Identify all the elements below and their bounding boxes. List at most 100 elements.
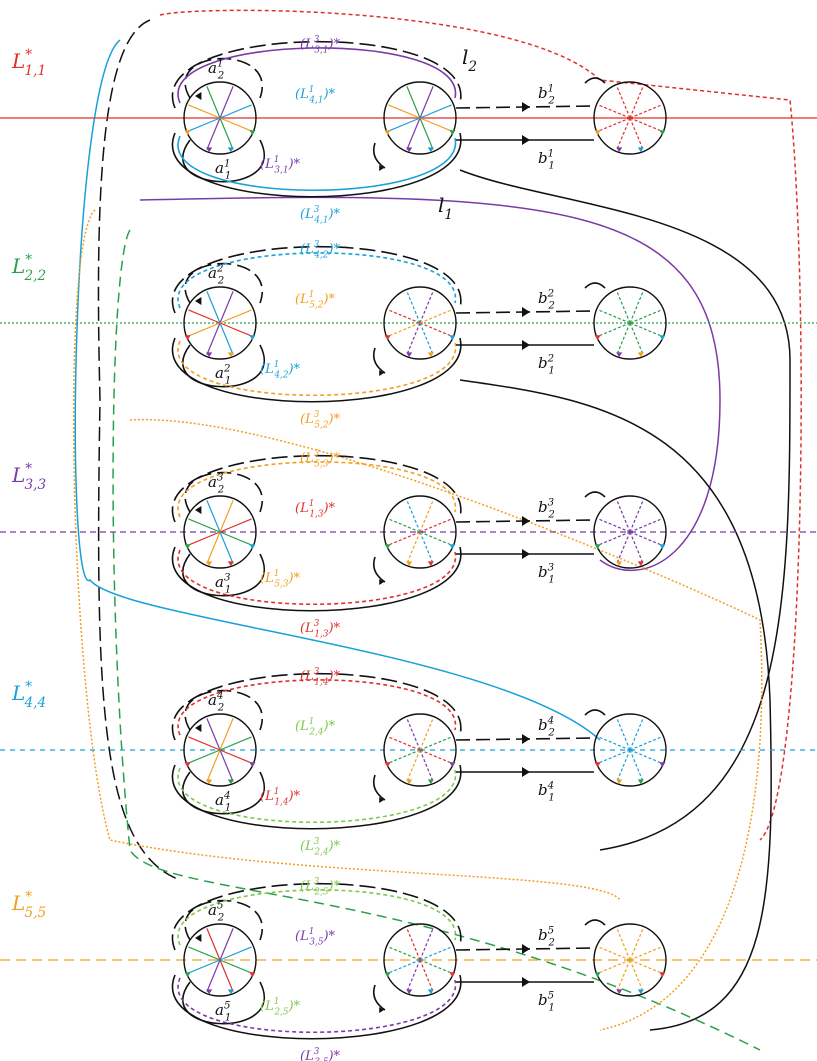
puncture-disk-4-3 [593,713,667,787]
disk-spoke [219,291,234,324]
hook-arrowhead [379,165,384,171]
disk-spoke [419,309,452,324]
disk-spoke [629,86,644,119]
puncture-disk-3-1 [183,495,257,569]
boundary-arrowhead [406,147,413,153]
disk-spoke [406,531,421,564]
disk-spoke [419,322,452,337]
hook-arrowhead [379,797,384,803]
disk-spoke [219,736,252,751]
hook-mark [584,709,606,716]
disk-spoke [419,117,452,132]
b1-arrowhead [522,977,530,987]
disk-spoke [219,322,234,355]
disk-spoke [616,928,631,961]
b1-arrowhead [522,340,530,350]
lower-colored-ellipse-2 [177,340,456,397]
long-strand-2 [159,9,802,841]
disk-spoke [629,117,662,132]
upper-ellipse-5 [171,882,462,951]
disk-spoke [629,749,644,782]
disk-spoke [406,291,421,324]
disk-spoke [419,291,434,324]
b1-arrowhead [522,549,530,559]
puncture-disk-2-3 [593,286,667,360]
disk-spoke [219,104,252,119]
boundary-arrowhead [249,762,256,768]
disk-spoke [419,117,434,150]
disk-spoke [219,518,252,533]
boundary-arrowhead [249,972,256,978]
upper-ellipse-3 [171,454,462,523]
disk-spoke [188,959,221,974]
boundary-arrowhead [384,972,391,978]
disk-spoke [188,736,221,751]
disk-spoke [598,959,631,974]
long-strand-3 [74,39,601,741]
disk-spoke [219,946,252,961]
lower-colored-ellipse-3 [177,549,456,606]
boundary-arrowhead [249,335,256,341]
upper-ellipse-1 [171,40,462,109]
disk-spoke [419,500,434,533]
disk-spoke [406,749,421,782]
disk-spoke [388,104,421,119]
disk-spoke [206,959,221,992]
disk-spoke [219,500,234,533]
b2-arrowhead [522,944,530,954]
boundary-arrowhead [227,352,234,358]
disk-spoke [629,928,644,961]
disk-spoke [629,736,662,751]
lower-ellipse-3 [171,546,462,612]
disk-spoke [616,117,631,150]
lower-ellipse-4 [171,764,462,830]
disk-spoke [188,946,221,961]
row-title-1: L*1,1 [11,47,46,79]
disk-spoke [419,322,434,355]
boundary-arrowhead [406,561,413,567]
disk-spoke [188,309,221,324]
boundary-arrowhead [184,130,191,136]
disk-spoke [616,959,631,992]
puncture-disk-4-2 [383,713,457,787]
disk-spoke [419,531,434,564]
disk-spoke [388,946,421,961]
disk-spoke [188,117,221,132]
b2-arrowhead [522,734,530,744]
disk-spoke [629,309,662,324]
a2-loop-4 [184,689,263,731]
disk-spoke [629,749,662,764]
boundary-arrowhead [594,544,601,550]
disk-spoke [219,928,234,961]
b2-arrowhead [522,516,530,526]
disk-spoke [219,531,252,546]
disk-spoke [629,531,644,564]
boundary-arrowhead [384,335,391,341]
boundary-arrowhead [616,352,623,358]
boundary-arrowhead [659,335,666,341]
lower-colored-ellipse-1 [177,135,456,192]
upper-ellipse-2 [171,245,462,314]
puncture-disk-2-2 [383,286,457,360]
disk-spoke [188,749,221,764]
disk-spoke [219,959,252,974]
upper-colored-ellipse-4 [177,679,456,736]
boundary-arrowhead [206,352,213,358]
disk-spoke [629,104,662,119]
